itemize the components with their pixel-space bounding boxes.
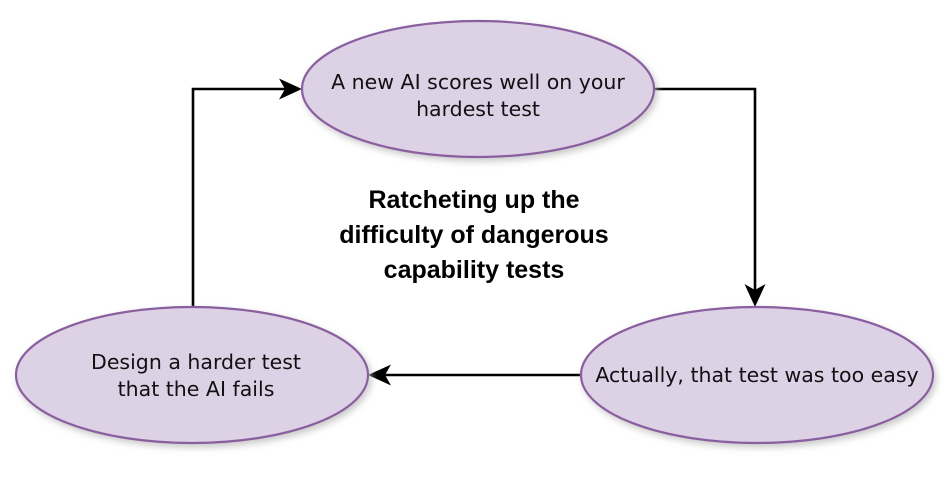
edge-bottom-right-to-bottom-left	[368, 364, 581, 386]
node-new-ai-scores-well[interactable]: A new AI scores well on your hardest tes…	[300, 19, 656, 159]
diagram-title-line-3: capability tests	[384, 256, 565, 284]
node-test-was-too-easy[interactable]: Actually, that test was too easy	[579, 305, 935, 445]
node-test-was-too-easy-line-1: Actually, that test was too easy	[595, 363, 918, 387]
node-new-ai-scores-well-line-1: A new AI scores well on your	[331, 70, 625, 94]
node-design-harder-test-line-1: Design a harder test	[91, 350, 301, 374]
node-design-harder-test-line-2: that the AI fails	[118, 377, 275, 401]
diagram-title-line-2: difficulty of dangerous	[339, 221, 608, 249]
edge-group	[191, 78, 766, 386]
edge-bottom-left-to-top-line	[191, 87, 290, 307]
edge-top-to-bottom-right	[655, 87, 766, 307]
node-new-ai-scores-well-ellipse[interactable]	[300, 19, 656, 159]
edge-bottom-left-to-top	[191, 78, 302, 307]
node-new-ai-scores-well-line-2: hardest test	[416, 97, 540, 121]
arrowhead-down-icon	[744, 284, 766, 307]
node-design-harder-test[interactable]: Design a harder test that the AI fails	[14, 305, 370, 445]
arrowhead-right-icon	[279, 78, 302, 100]
diagram-title: Ratcheting up the difficulty of dangerou…	[339, 186, 608, 284]
node-design-harder-test-ellipse[interactable]	[14, 305, 370, 445]
node-test-was-too-easy-ellipse[interactable]	[579, 305, 935, 445]
edge-top-to-bottom-right-line	[655, 87, 757, 295]
arrowhead-left-icon	[368, 364, 391, 386]
diagram-title-line-1: Ratcheting up the	[368, 186, 579, 214]
